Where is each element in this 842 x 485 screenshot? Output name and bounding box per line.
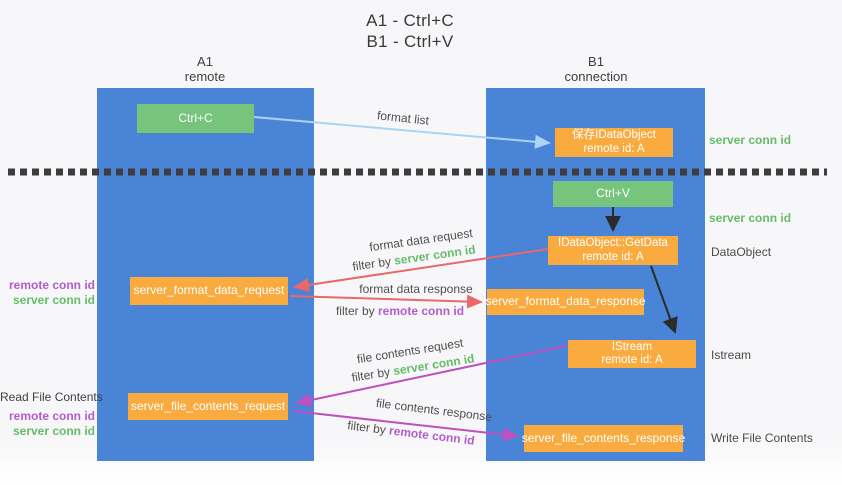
right-label-server-conn-id-mid: server conn id xyxy=(709,211,792,225)
left-label-remote-conn-id-bottom: remote conn id xyxy=(8,409,95,423)
lane-b1-subtitle: connection xyxy=(564,69,628,84)
lane-a1-header: A1 remote xyxy=(150,54,260,84)
left-label-conn-ids-top: remote conn id server conn id xyxy=(0,278,95,307)
left-label-conn-ids-bottom: remote conn id server conn id xyxy=(0,409,95,438)
node-server-file-contents-response-label: server_file_contents_response xyxy=(521,430,686,445)
flow-label-filter-by-remote-conn-id-2: filter by remote conn id xyxy=(346,418,476,448)
node-ctrl-v: Ctrl+V xyxy=(553,181,673,207)
title-line-2: B1 - Ctrl+V xyxy=(366,32,454,51)
lane-b1-header: B1 connection xyxy=(540,54,652,84)
left-label-server-conn-id-top: server conn id xyxy=(12,292,95,307)
node-istream-line2: remote id: A xyxy=(601,354,663,366)
right-label-istream: Istream xyxy=(711,348,752,362)
flow-label-format-list: format list xyxy=(376,108,430,128)
left-label-remote-conn-id-top: remote conn id xyxy=(8,278,95,292)
lane-b1-name: B1 xyxy=(588,54,604,69)
node-server-format-data-response-label: server_format_data_response xyxy=(485,294,646,309)
node-idataobject-getdata-line1: IDataObject::GetData xyxy=(558,237,668,249)
node-istream: IStream remote id: A xyxy=(568,340,696,368)
node-server-format-data-request: server_format_data_request xyxy=(130,277,288,305)
flow-label-format-data-response: format data response xyxy=(359,282,473,296)
lane-a1-subtitle: remote xyxy=(184,69,226,84)
node-save-idataobject-line2: remote id: A xyxy=(583,142,645,155)
node-ctrl-v-label: Ctrl+V xyxy=(596,186,630,201)
node-ctrl-c-label: Ctrl+C xyxy=(178,110,213,125)
node-idataobject-getdata: IDataObject::GetData remote id: A xyxy=(548,236,678,265)
node-idataobject-getdata-line2: remote id: A xyxy=(582,250,644,263)
right-label-server-conn-id-top: server conn id xyxy=(709,133,792,147)
node-server-format-data-request-label: server_format_data_request xyxy=(133,283,285,298)
node-server-format-data-response: server_format_data_response xyxy=(485,289,646,315)
lane-a1-name: A1 xyxy=(197,54,213,69)
node-save-idataobject-line1: 保存IDataObject xyxy=(572,129,656,141)
title-line-1: A1 - Ctrl+C xyxy=(366,11,454,30)
node-istream-line1: IStream xyxy=(611,340,653,353)
node-server-file-contents-request: server_file_contents_request xyxy=(128,393,288,420)
arrow-format-data-response xyxy=(289,294,483,309)
flow-label-filter-by-remote-conn-id-1: filter by remote conn id xyxy=(335,304,465,318)
diagram-title: A1 - Ctrl+C B1 - Ctrl+V xyxy=(0,10,820,52)
node-server-file-contents-request-label: server_file_contents_request xyxy=(130,398,286,413)
node-server-file-contents-response: server_file_contents_response xyxy=(521,425,686,452)
node-ctrl-c: Ctrl+C xyxy=(137,104,254,133)
flow-label-file-contents-response: file contents response xyxy=(375,395,493,425)
right-label-dataobject: DataObject xyxy=(711,245,772,259)
node-save-idataobject: 保存IDataObject remote id: A xyxy=(555,128,673,157)
left-label-server-conn-id-bottom: server conn id xyxy=(12,423,95,438)
left-label-read-file-contents: Read File Contents xyxy=(0,390,103,404)
right-label-write-file-contents: Write File Contents xyxy=(711,431,813,445)
